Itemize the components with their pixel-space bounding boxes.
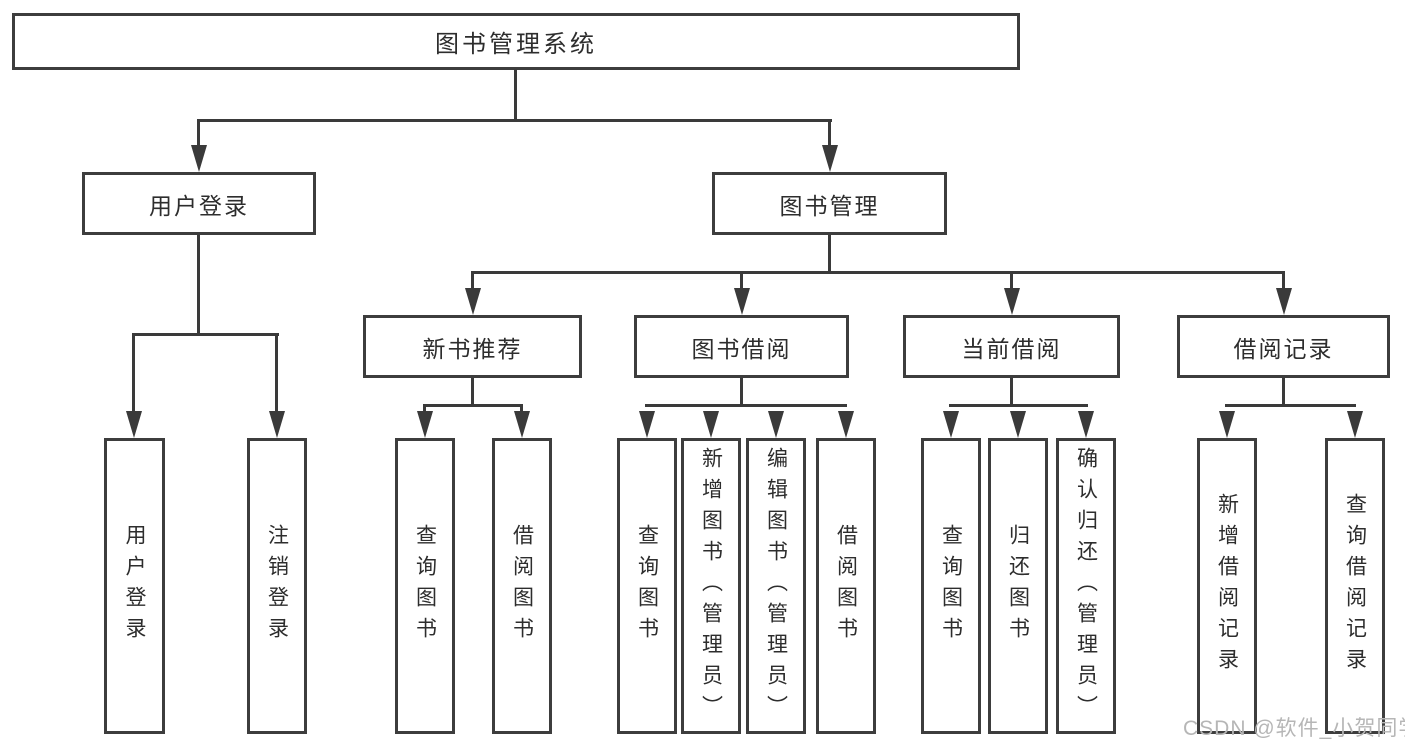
- leaf-query-books-recommend: 查询图书: [395, 438, 455, 734]
- leaf-return-books: 归还图书: [988, 438, 1048, 734]
- node-label: 图书管理系统: [435, 31, 597, 58]
- leaf-query-books-current: 查询图书: [921, 438, 981, 734]
- connector-line: [1010, 271, 1013, 293]
- arrow-down-icon: [465, 288, 481, 315]
- connector-line: [740, 378, 743, 407]
- leaf-confirm-return-admin: 确认归还（管理员）: [1056, 438, 1116, 734]
- arrow-down-icon: [1347, 411, 1363, 438]
- arrow-down-icon: [1078, 411, 1094, 438]
- node-label: 新增图书（管理员）: [699, 446, 723, 726]
- connector-line: [471, 271, 1285, 274]
- node-new-book-recommendation: 新书推荐: [363, 315, 582, 378]
- node-label: 查询图书: [939, 524, 963, 648]
- arrow-down-icon: [768, 411, 784, 438]
- arrow-down-icon: [943, 411, 959, 438]
- node-current-borrowing: 当前借阅: [903, 315, 1120, 378]
- leaf-add-books-admin: 新增图书（管理员）: [681, 438, 741, 734]
- leaf-query-books-borrowing: 查询图书: [617, 438, 677, 734]
- arrow-down-icon: [126, 411, 142, 438]
- connector-line: [132, 333, 135, 415]
- node-label: 编辑图书（管理员）: [764, 446, 788, 726]
- node-label: 查询图书: [413, 524, 437, 648]
- arrow-down-icon: [1219, 411, 1235, 438]
- connector-line: [197, 119, 200, 150]
- node-label: 借阅图书: [834, 524, 858, 648]
- node-borrowing-records: 借阅记录: [1177, 315, 1390, 378]
- leaf-edit-books-admin: 编辑图书（管理员）: [746, 438, 806, 734]
- connector-line: [1282, 271, 1285, 293]
- arrow-down-icon: [191, 145, 207, 172]
- node-label: 图书管理: [779, 192, 880, 219]
- node-label: 查询借阅记录: [1343, 493, 1367, 679]
- connector-line: [1010, 378, 1013, 407]
- node-label: 用户登录: [123, 524, 146, 648]
- arrow-down-icon: [514, 411, 530, 438]
- node-label: 借阅记录: [1233, 335, 1334, 362]
- node-book-borrowing: 图书借阅: [634, 315, 849, 378]
- node-label: 注销登录: [265, 524, 289, 648]
- arrow-down-icon: [703, 411, 719, 438]
- arrow-down-icon: [417, 411, 433, 438]
- leaf-user-login: 用户登录: [104, 438, 165, 734]
- leaf-borrow-books-recommend: 借阅图书: [492, 438, 552, 734]
- csdn-watermark: CSDN @软件_小贺同学: [1183, 717, 1405, 740]
- arrow-down-icon: [269, 411, 285, 438]
- node-label: 当前借阅: [961, 335, 1062, 362]
- connector-line: [828, 235, 831, 274]
- connector-line: [197, 235, 200, 336]
- leaf-logout: 注销登录: [247, 438, 307, 734]
- connector-line: [423, 404, 426, 416]
- node-label: 归还图书: [1006, 524, 1030, 648]
- connector-line: [514, 69, 517, 122]
- node-label: 新增借阅记录: [1215, 493, 1239, 679]
- arrow-down-icon: [734, 288, 750, 315]
- node-book-management: 图书管理: [712, 172, 947, 235]
- node-label: 借阅图书: [510, 524, 534, 648]
- arrow-down-icon: [1004, 288, 1020, 315]
- arrow-down-icon: [1010, 411, 1026, 438]
- connector-line: [471, 271, 474, 293]
- arrow-down-icon: [838, 411, 854, 438]
- connector-line: [740, 271, 743, 293]
- node-root-library-system: 图书管理系统: [12, 13, 1020, 70]
- node-label: 用户登录: [149, 192, 249, 219]
- arrow-down-icon: [822, 145, 838, 172]
- connector-line: [423, 404, 523, 407]
- node-label: 确认归还（管理员）: [1074, 446, 1098, 726]
- connector-line: [645, 404, 847, 407]
- connector-line: [520, 404, 523, 416]
- arrow-down-icon: [639, 411, 655, 438]
- connector-line: [471, 378, 474, 407]
- connector-line: [275, 333, 278, 415]
- connector-line: [949, 404, 1088, 407]
- connector-line: [1225, 404, 1356, 407]
- connector-line: [197, 119, 832, 122]
- node-user-login: 用户登录: [82, 172, 316, 235]
- connector-line: [828, 119, 831, 150]
- leaf-add-borrow-record: 新增借阅记录: [1197, 438, 1257, 734]
- node-label: 查询图书: [635, 524, 659, 648]
- connector-line: [132, 333, 279, 336]
- leaf-query-borrow-record: 查询借阅记录: [1325, 438, 1385, 734]
- arrow-down-icon: [1276, 288, 1292, 315]
- connector-line: [1282, 378, 1285, 407]
- node-label: 图书借阅: [691, 335, 792, 362]
- node-label: 新书推荐: [422, 335, 523, 362]
- leaf-borrow-books-borrowing: 借阅图书: [816, 438, 876, 734]
